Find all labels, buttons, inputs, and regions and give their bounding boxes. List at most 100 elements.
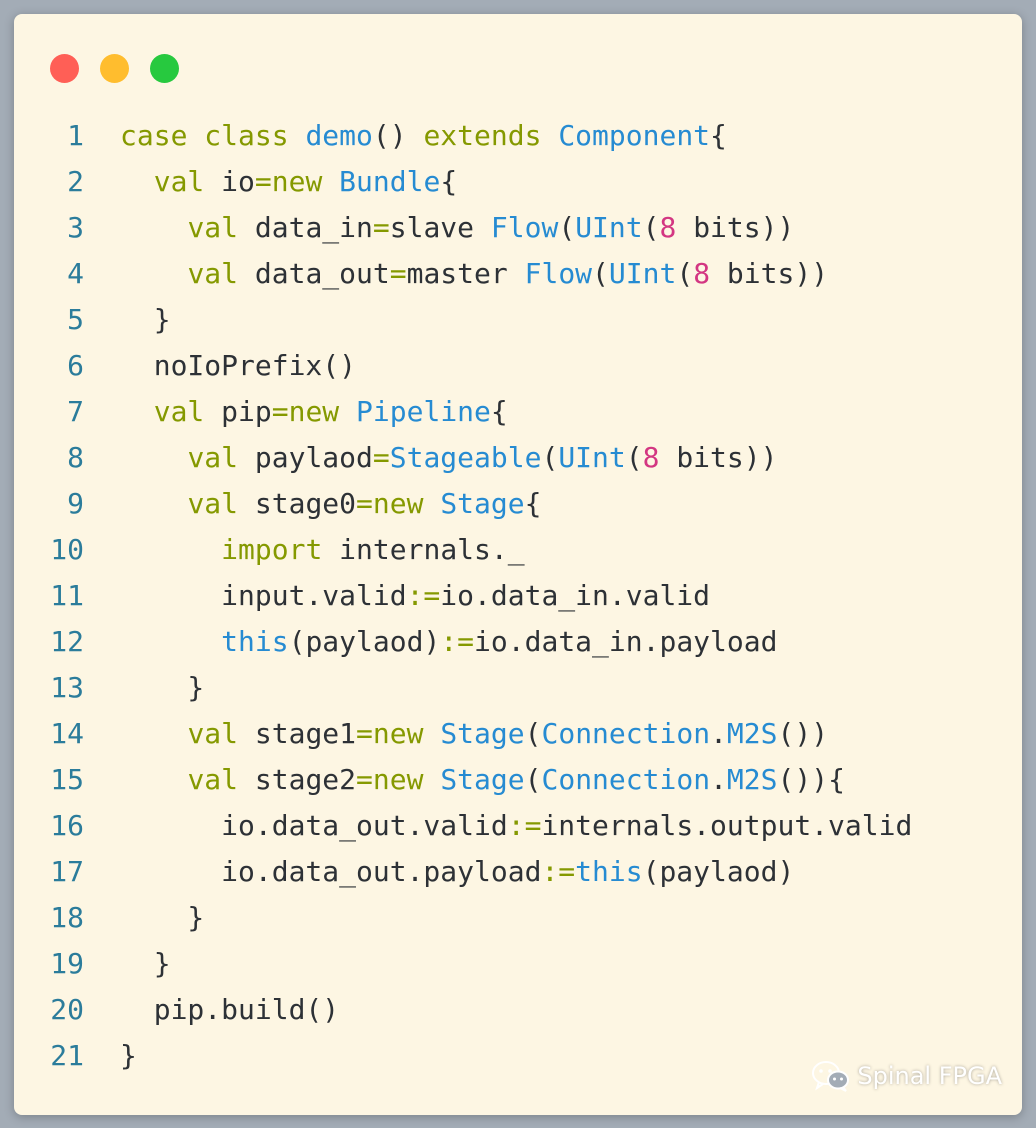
code-line: 7 val pip=new Pipeline{ xyxy=(14,389,1022,435)
code-line: 18 } xyxy=(14,895,1022,941)
line-source: val data_out=master Flow(UInt(8 bits)) xyxy=(120,251,828,297)
code-token: this xyxy=(221,625,289,658)
code-token: = xyxy=(356,717,373,750)
line-number: 10 xyxy=(50,533,84,566)
code-token: Stage xyxy=(440,717,525,750)
code-token: := xyxy=(507,809,542,842)
line-source: this(paylaod):=io.data_in.payload xyxy=(120,619,777,665)
code-line: 14 val stage1=new Stage(Connection.M2S()… xyxy=(14,711,1022,757)
line-source: case class demo() extends Component{ xyxy=(120,113,727,159)
code-token: Flow xyxy=(490,211,559,244)
code-token: } xyxy=(120,1039,137,1072)
line-number: 21 xyxy=(50,1039,84,1072)
minimize-dot[interactable] xyxy=(100,54,129,83)
code-token: UInt xyxy=(558,441,626,474)
line-source: val stage0=new Stage{ xyxy=(120,481,541,527)
code-token: ( xyxy=(524,717,542,750)
window-controls xyxy=(50,54,179,83)
code-line: 9 val stage0=new Stage{ xyxy=(14,481,1022,527)
line-number: 9 xyxy=(67,487,84,520)
code-token: = xyxy=(254,165,272,198)
code-token: paylaod xyxy=(238,441,373,474)
watermark-text: Spinal FPGA xyxy=(857,1062,1002,1090)
line-number: 18 xyxy=(50,901,84,934)
line-number: 12 xyxy=(50,625,84,658)
code-token: io xyxy=(204,165,255,198)
code-token: ( xyxy=(676,257,694,290)
code-token: new xyxy=(271,165,340,198)
code-token: 8 xyxy=(642,441,660,474)
code-token: ( xyxy=(558,211,576,244)
maximize-dot[interactable] xyxy=(150,54,179,83)
code-token: } xyxy=(120,303,171,336)
code-token: } xyxy=(120,671,205,704)
code-token: UInt xyxy=(608,257,677,290)
line-source: val pip=new Pipeline{ xyxy=(120,389,508,435)
code-token: ( xyxy=(541,441,559,474)
code-line: 19 } xyxy=(14,941,1022,987)
code-token: this xyxy=(575,855,643,888)
code-token: 8 xyxy=(659,211,677,244)
code-token: new xyxy=(372,717,441,750)
code-token: (paylaod) xyxy=(642,855,795,888)
code-line: 20 pip.build() xyxy=(14,987,1022,1033)
code-token: Connection xyxy=(541,717,711,750)
code-token: = xyxy=(356,763,373,796)
code-token: = xyxy=(372,211,390,244)
code-token: case class xyxy=(120,119,306,152)
code-token: noIoPrefix() xyxy=(120,349,357,382)
code-token: val xyxy=(187,441,239,474)
wechat-icon xyxy=(811,1059,851,1093)
code-token: input.valid xyxy=(120,579,407,612)
code-token: ()){ xyxy=(777,763,845,796)
line-source: noIoPrefix() xyxy=(120,343,356,389)
code-token: val xyxy=(187,211,239,244)
line-source: val io=new Bundle{ xyxy=(120,159,457,205)
line-source: io.data_out.valid:=internals.output.vali… xyxy=(120,803,912,849)
code-token: io.data_in.payload xyxy=(474,625,778,658)
code-token: stage1 xyxy=(238,717,357,750)
code-token: master xyxy=(406,257,525,290)
code-token: Stage xyxy=(440,487,525,520)
line-source: } xyxy=(120,1033,137,1079)
code-line: 2 val io=new Bundle{ xyxy=(14,159,1022,205)
code-token: stage0 xyxy=(238,487,357,520)
watermark: Spinal FPGA xyxy=(811,1059,1002,1093)
close-dot[interactable] xyxy=(50,54,79,83)
code-token xyxy=(120,487,187,520)
code-token xyxy=(120,441,187,474)
code-token: := xyxy=(541,855,576,888)
code-token: new xyxy=(288,395,357,428)
code-token: = xyxy=(356,487,373,520)
code-token: { xyxy=(490,395,508,428)
code-token xyxy=(120,763,187,796)
line-number: 13 xyxy=(50,671,84,704)
line-number: 11 xyxy=(50,579,84,612)
code-token: slave xyxy=(389,211,491,244)
line-number: 20 xyxy=(50,993,84,1026)
code-token: ()) xyxy=(777,717,829,750)
line-number: 1 xyxy=(67,119,84,152)
line-number: 15 xyxy=(50,763,84,796)
code-token: data_in xyxy=(238,211,373,244)
line-number: 7 xyxy=(67,395,84,428)
line-source: } xyxy=(120,297,171,343)
code-line: 8 val paylaod=Stageable(UInt(8 bits)) xyxy=(14,435,1022,481)
code-token xyxy=(120,257,187,290)
code-line: 3 val data_in=slave Flow(UInt(8 bits)) xyxy=(14,205,1022,251)
code-token: pip xyxy=(204,395,272,428)
code-line: 15 val stage2=new Stage(Connection.M2S()… xyxy=(14,757,1022,803)
code-line: 11 input.valid:=io.data_in.valid xyxy=(14,573,1022,619)
line-source: val paylaod=Stageable(UInt(8 bits)) xyxy=(120,435,777,481)
code-token: } xyxy=(120,947,171,980)
line-number: 6 xyxy=(67,349,84,382)
code-token: M2S xyxy=(726,763,778,796)
code-token: val xyxy=(187,257,239,290)
line-source: import internals._ xyxy=(120,527,524,573)
code-token: pip.build() xyxy=(120,993,340,1026)
code-token xyxy=(120,717,187,750)
code-token: io.data_in.valid xyxy=(440,579,711,612)
code-token: bits)) xyxy=(710,257,829,290)
code-token: Stageable xyxy=(389,441,542,474)
code-line: 4 val data_out=master Flow(UInt(8 bits)) xyxy=(14,251,1022,297)
